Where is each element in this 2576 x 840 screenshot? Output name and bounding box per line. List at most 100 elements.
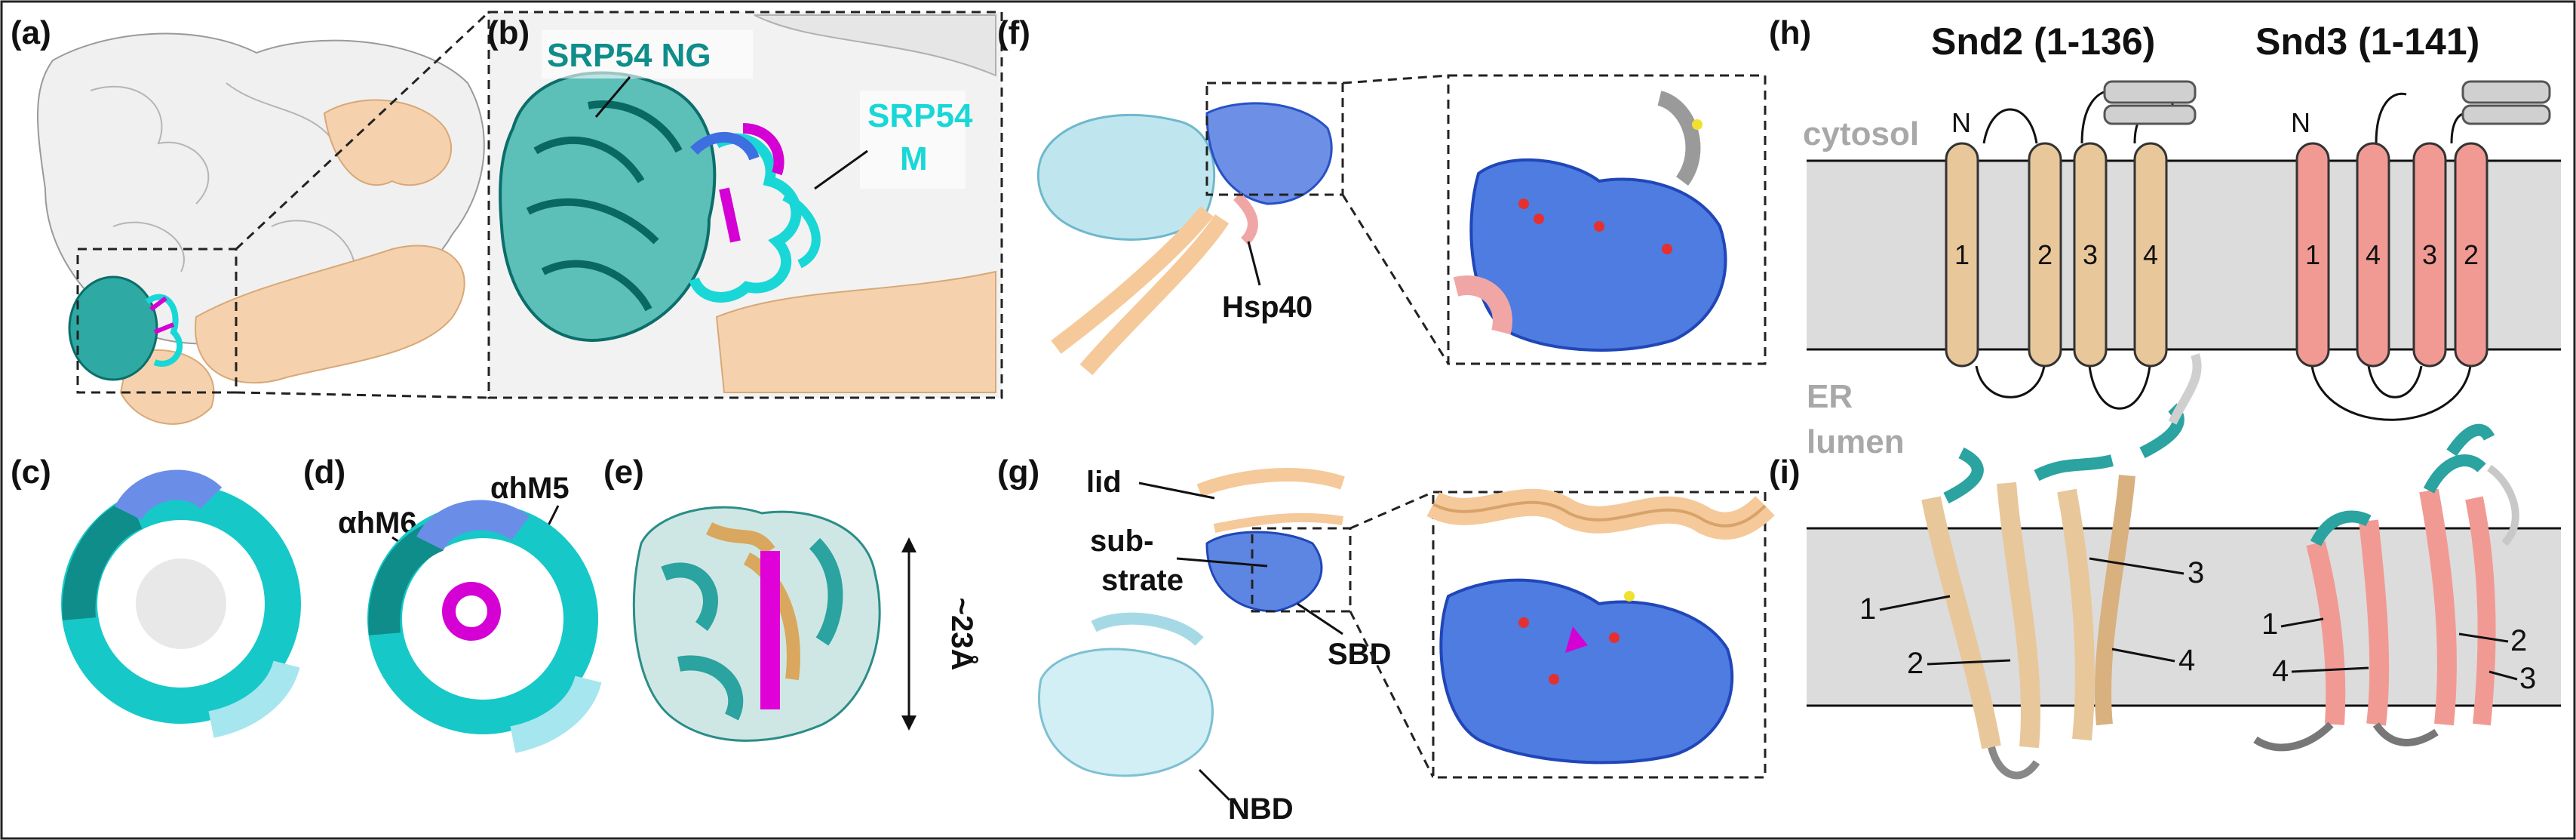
label-sub1: sub-	[1090, 525, 1153, 558]
label-lumen: lumen	[1807, 423, 1905, 460]
atom-red-g2	[1609, 632, 1620, 643]
snd2-model-teal	[1943, 403, 2185, 504]
wheat-density-1	[323, 99, 452, 186]
panel-f: (f) Hsp40	[997, 14, 1767, 376]
snd2-loop-2	[1975, 365, 2046, 398]
snd2-model-label-2: 2	[1907, 647, 1924, 680]
pink-f	[1233, 192, 1258, 245]
panel-b: (b) SRP54 NG SRP54 M	[487, 11, 1003, 399]
snd3-model: 1 4 2 3	[2253, 423, 2536, 752]
label-ahm5: αhM5	[490, 472, 570, 505]
inset-substrate-g	[1565, 626, 1588, 653]
snd2-loop-1	[1982, 108, 2038, 144]
nbd-g-2	[1091, 612, 1204, 646]
leader-nbd	[1198, 768, 1231, 802]
label-dist: ~23Å	[945, 598, 979, 671]
snd3-model-helix-3	[2465, 496, 2496, 726]
label-cytosol: cytosol	[1803, 115, 1919, 152]
snd2-amphipathic-1	[2103, 80, 2197, 104]
panel-label-f: (f)	[997, 14, 1030, 51]
srp54-m-small	[145, 294, 183, 367]
snd3-helix-1	[2295, 142, 2330, 368]
label-lid: lid	[1086, 466, 1122, 499]
label-sbd: SBD	[1328, 638, 1391, 671]
snd3-model-teal	[2310, 423, 2495, 546]
sbd-g	[1205, 531, 1323, 613]
leader-srp54-m	[814, 149, 868, 190]
snd2-model-tail	[1988, 746, 2040, 780]
snd2-model-leader-1	[1879, 595, 1951, 611]
nbd-g-1	[1038, 648, 1214, 777]
snd3-model-leader-2	[2458, 632, 2509, 643]
snd2-model-helix-2	[1997, 482, 2040, 749]
srp54-ng-small	[68, 275, 158, 381]
panel-d: (d) αhM6 αhM5	[303, 454, 602, 753]
snd2-model-label-3: 3	[2188, 556, 2204, 589]
zoom-line-f1	[1342, 74, 1449, 85]
snd3-loop-a	[2375, 92, 2407, 144]
snd3-model-label-4: 4	[2272, 654, 2289, 688]
label-bg-ng	[542, 30, 753, 78]
snd3-num-3: 3	[2422, 239, 2437, 270]
panel-label-c: (c)	[11, 454, 51, 491]
label-er: ER	[1807, 378, 1853, 415]
zoom-box-a	[76, 248, 238, 394]
surface-teal-e	[661, 537, 843, 721]
leader-hsp40	[1247, 241, 1261, 286]
snd3-amphipathic-2	[2461, 104, 2551, 125]
snd3-num-4: 4	[2366, 239, 2381, 270]
signal-small	[149, 296, 175, 334]
snd3-n-terminus: N	[2291, 107, 2310, 138]
atom-red-f2	[1534, 214, 1544, 224]
panel-label-a: (a)	[11, 14, 51, 51]
snd2-num-3: 3	[2083, 239, 2098, 270]
pore-c	[136, 558, 226, 649]
snd3-num-2: 2	[2464, 239, 2479, 270]
atom-yellow-g	[1624, 591, 1635, 602]
snd3-loop-d	[2367, 365, 2423, 398]
zoom-line-bottom	[235, 391, 490, 399]
snd3-topology: N 1 4 3 2	[2291, 80, 2551, 421]
inset-pink-f	[1453, 275, 1512, 335]
snd3-model-leader-1	[2280, 617, 2324, 628]
helix-blue-d	[416, 500, 530, 552]
membrane-h	[1807, 161, 2561, 349]
snd2-loop-4	[2088, 365, 2151, 410]
snd2-num-1: 1	[1954, 239, 1970, 270]
atom-yellow-f	[1692, 119, 1702, 130]
label-hsp40: Hsp40	[1222, 291, 1313, 324]
leader-lid	[1138, 482, 1215, 500]
srp54-m-domain	[689, 133, 802, 303]
helix-blue-c	[115, 469, 223, 522]
atom-red-g1	[1518, 617, 1529, 628]
panel-e: (e) ~23Å	[603, 454, 979, 742]
inset-sbd-f	[1469, 158, 1727, 352]
zoom-line-top	[235, 11, 490, 251]
snd3-model-leader-4	[2291, 666, 2369, 673]
snd3-helix-3	[2412, 142, 2447, 368]
panel-label-b: (b)	[487, 14, 530, 51]
atom-red-f4	[1662, 244, 1672, 254]
snd3-model-helix-4	[2359, 519, 2390, 726]
wheat-density-3	[119, 349, 215, 425]
panel-c: (c)	[11, 454, 301, 738]
panel-label-d: (d)	[303, 454, 345, 491]
label-ahm6: αhM6	[338, 506, 417, 540]
signal-d	[442, 582, 501, 641]
label-srp54-m-1: SRP54	[867, 97, 973, 134]
snd2-model-helix-4	[2095, 475, 2135, 726]
snd2-helix-3	[2073, 142, 2108, 368]
ring-teal-c	[62, 497, 143, 620]
snd2-num-4: 4	[2143, 239, 2158, 270]
panel-label-e: (e)	[603, 454, 644, 491]
ribosome-bg-b	[754, 14, 996, 77]
snd2-amphipathic-2	[2103, 104, 2197, 125]
label-srp54-ng: SRP54 NG	[547, 37, 711, 74]
panel-a: (a)	[11, 11, 490, 425]
zoom-line-g1	[1349, 491, 1434, 530]
panel-label-g: (g)	[997, 454, 1039, 491]
wheat-density-2	[195, 245, 465, 384]
snd2-n-terminus: N	[1951, 107, 1971, 138]
